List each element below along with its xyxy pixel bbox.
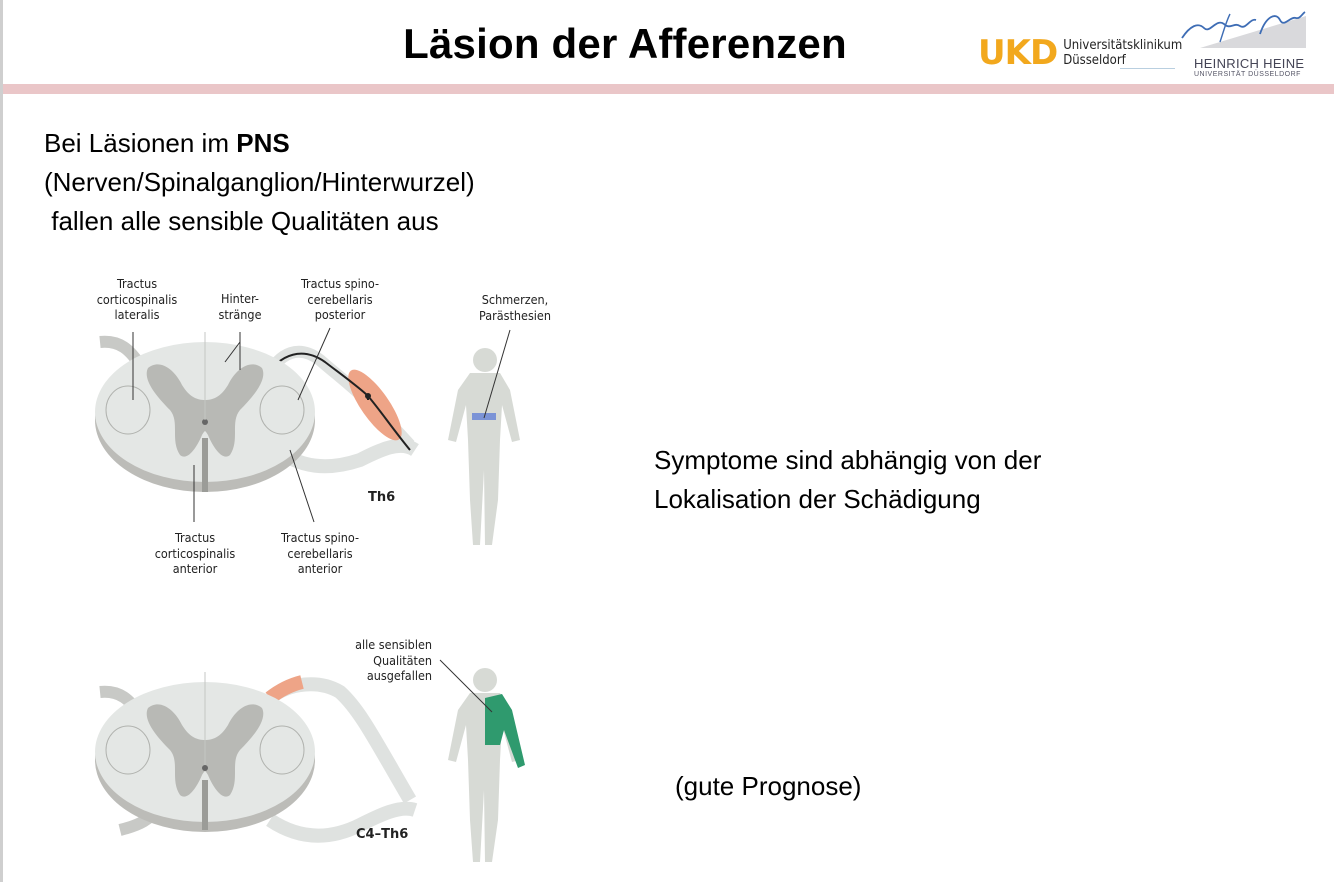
slide-title: Läsion der Afferenzen <box>403 20 847 67</box>
ukd-logo-mark: UKD <box>978 33 1058 73</box>
symptome-text: Symptome sind abhängig von der Lokalisat… <box>654 441 1041 519</box>
spinal-cord-cross-section-icon <box>95 327 520 545</box>
ukd-logo-line1: Universitätsklinikum <box>1063 38 1183 53</box>
segment-label-th6: Th6 <box>368 490 396 505</box>
header-accent-bar <box>3 84 1334 94</box>
label-hinterstraenge: Hinter-stränge <box>218 291 262 322</box>
slide-left-edge <box>0 0 3 882</box>
pns-term: PNS <box>236 128 290 158</box>
spinal-cord-root-lesion-icon <box>95 659 525 862</box>
ukd-logo: UKD Universitätsklinikum Düsseldorf <box>978 36 1182 70</box>
symptome-line-2: Lokalisation der Schädigung <box>654 484 981 514</box>
hhu-logo: HEINRICH HEINE UNIVERSITÄT DÜSSELDORF <box>1180 8 1306 80</box>
ukd-logo-line2: Düsseldorf <box>1063 53 1126 68</box>
body-figure <box>448 329 520 545</box>
body-figure <box>439 659 525 862</box>
prognose-text: (gute Prognose) <box>675 771 862 801</box>
hhu-logo-name: HEINRICH HEINE <box>1194 56 1305 71</box>
hhu-logo-sub: UNIVERSITÄT DÜSSELDORF <box>1194 71 1301 78</box>
intro-line-1: Bei Läsionen im PNS <box>44 128 290 158</box>
logo-divider-line <box>1120 68 1175 69</box>
intro-line-3: fallen alle sensible Qualitäten aus <box>44 206 439 236</box>
ukd-logo-text: Universitätsklinikum Düsseldorf <box>1063 38 1182 68</box>
symptome-line-1: Symptome sind abhängig von der <box>654 445 1042 475</box>
label-schmerzen: Schmerzen,Parästhesien <box>479 292 551 323</box>
segment-label-c4-th6: C4–Th6 <box>356 827 409 842</box>
signature-icon <box>1181 11 1306 48</box>
intro-line-2: (Nerven/Spinalganglion/Hinterwurzel) <box>44 167 475 197</box>
intro-text: Bei Läsionen im PNS (Nerven/Spinalgangli… <box>44 124 475 241</box>
